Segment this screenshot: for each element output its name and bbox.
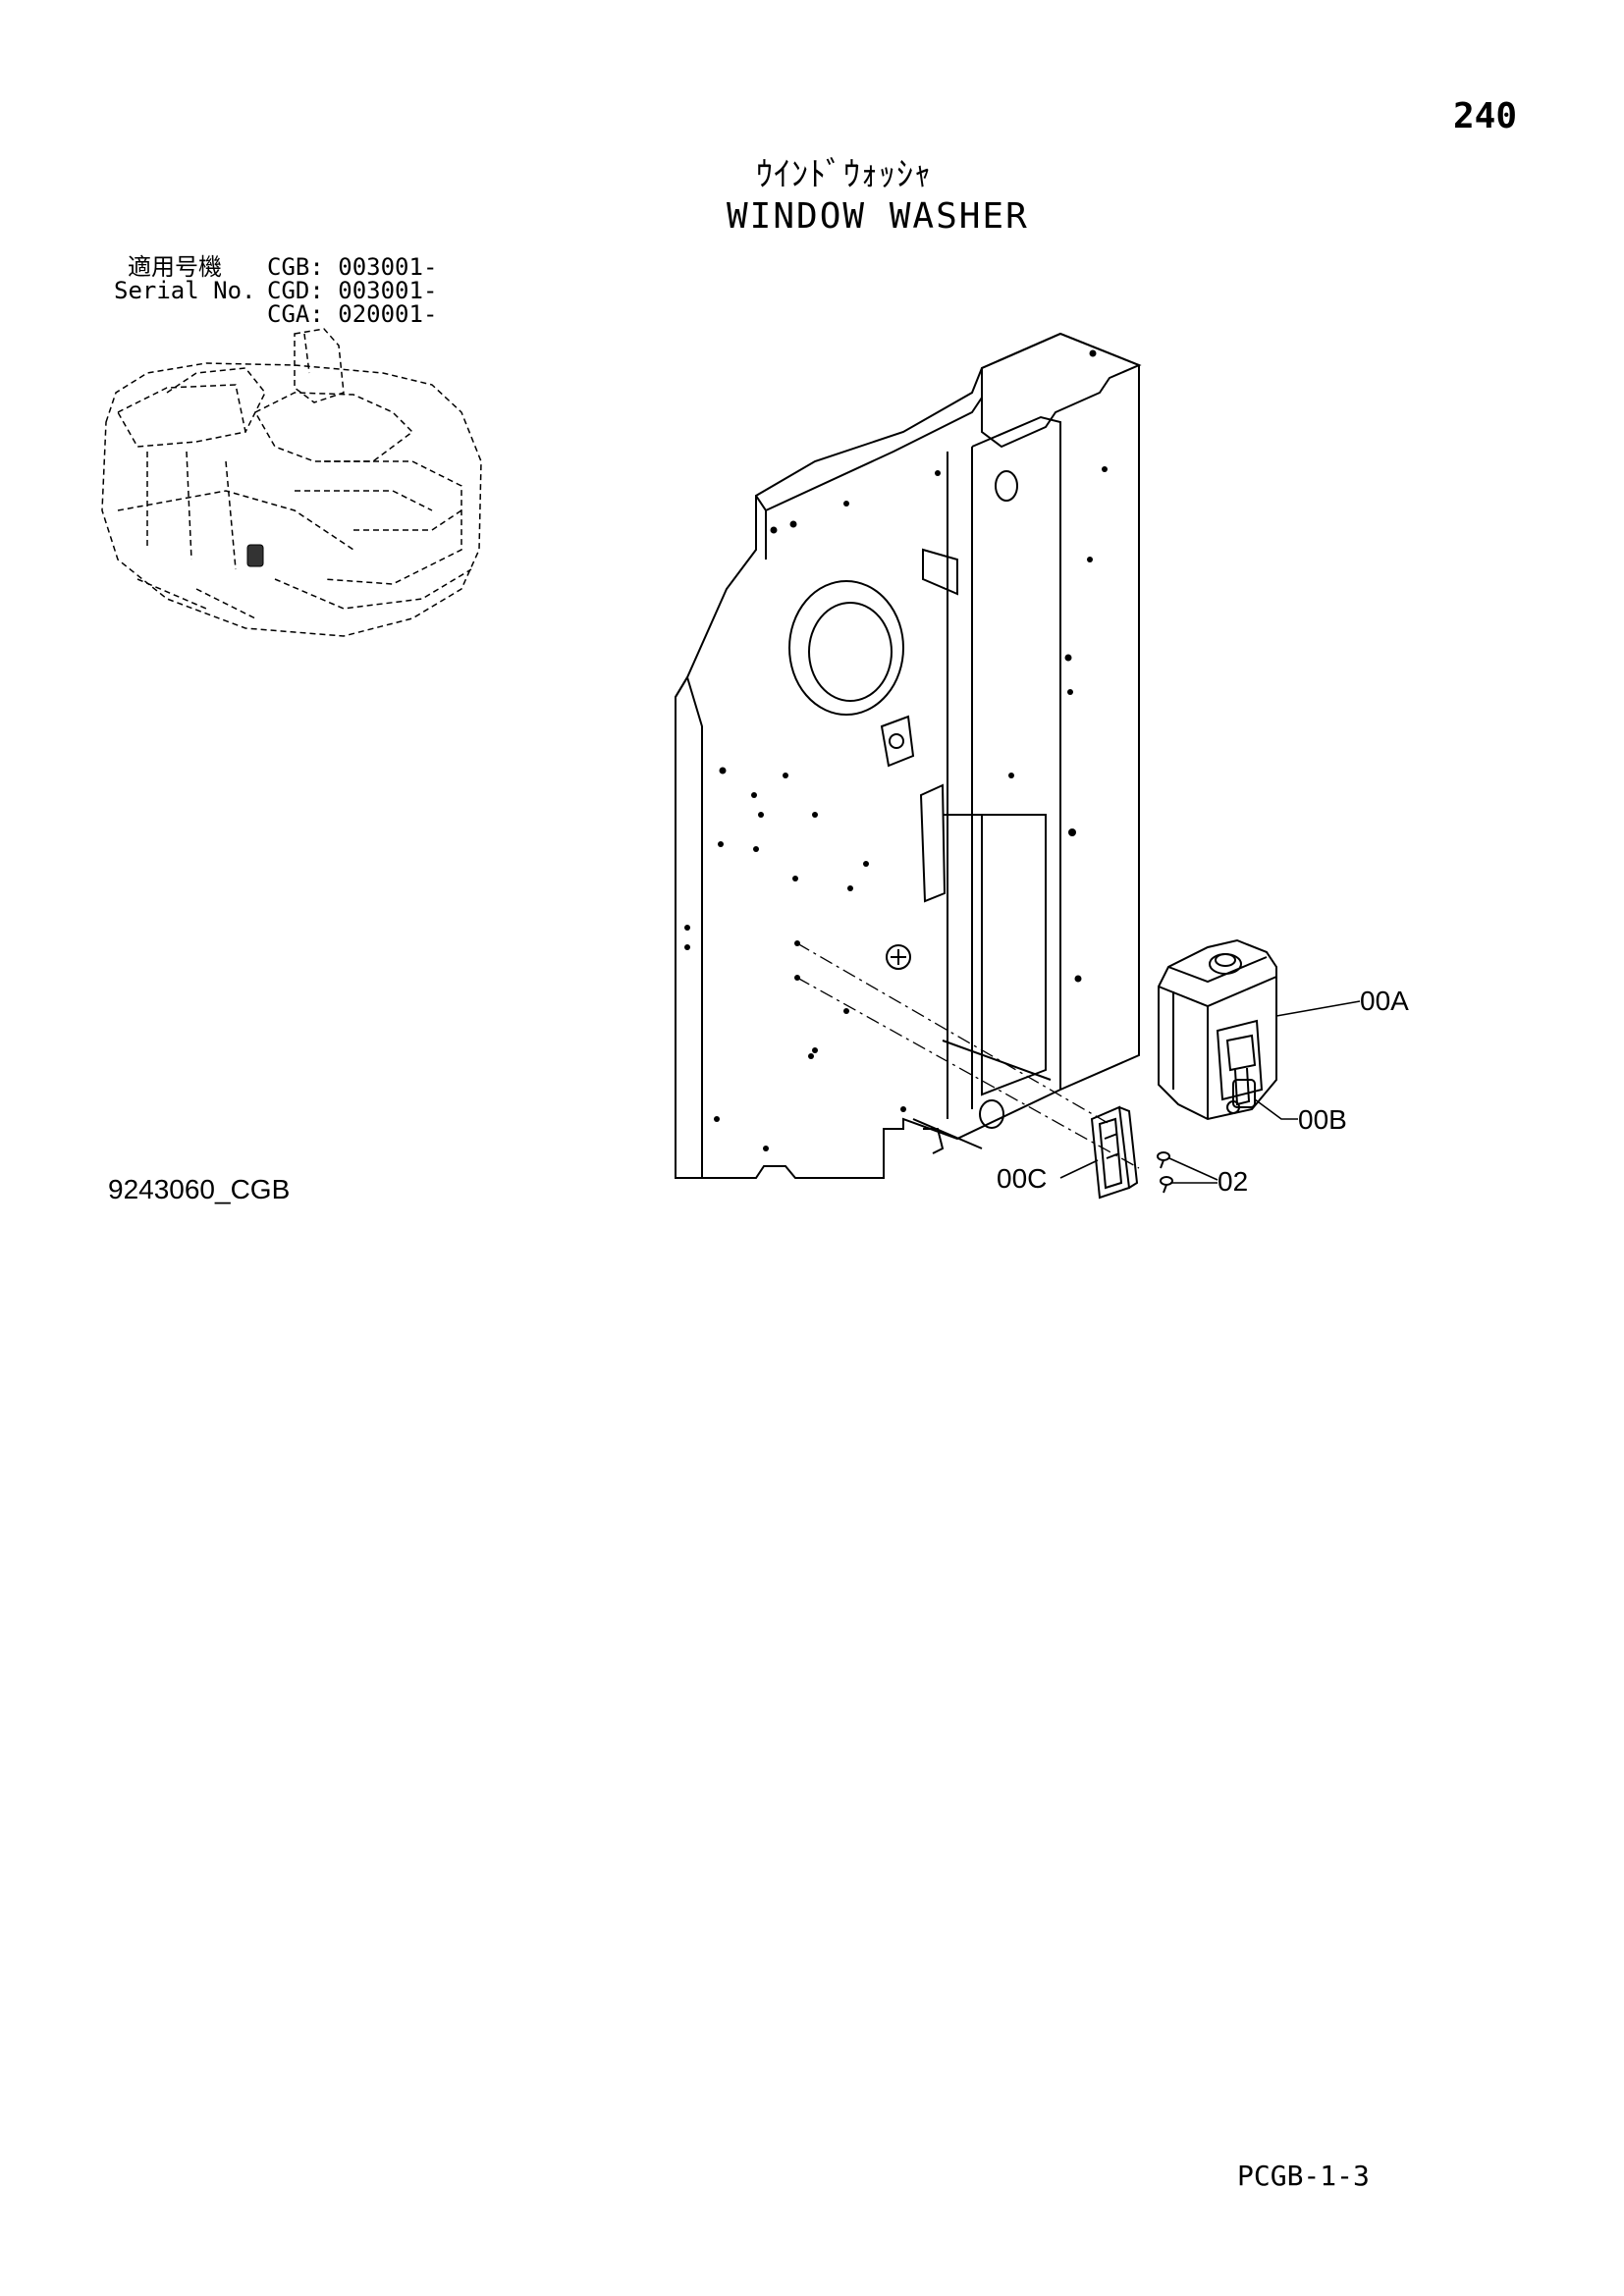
serial-entry-cgd: CGD: 003001- [267,277,438,304]
callout-label-00a: 00A [1360,986,1409,1016]
washer-tank [1158,938,1277,1121]
cab-side-panel [675,332,1142,1179]
assembly-guide-lines [796,942,1140,1169]
callout-label-00b: 00B [1298,1104,1347,1135]
serial-label-japanese: 適用号機 [128,253,222,281]
locator-highlight-marker [246,544,264,567]
panel-mounting-holes [684,349,1108,1151]
serial-entry-cga: CGA: 020001- [267,300,438,328]
machine-locator-view [101,328,482,637]
page-number: 240 [1453,96,1518,136]
washer-motor [1226,1079,1256,1114]
serial-label: Serial No. [114,277,256,304]
serial-entry-cgb: CGB: 003001- [267,253,438,281]
drawing-number: 9243060_CGB [108,1174,291,1204]
page-code: PCGB-1-3 [1237,2160,1370,2192]
page-title-japanese: ｳｲﾝﾄﾞｳｫｯｼｬ [756,155,932,194]
callout-label-00c: 00C [997,1163,1048,1194]
callout-leader-lines [1059,1000,1361,1184]
page-title: WINDOW WASHER [727,196,1029,237]
screws [1157,1151,1173,1194]
mounting-bracket [1090,1105,1139,1200]
callout-label-02: 02 [1218,1166,1249,1197]
